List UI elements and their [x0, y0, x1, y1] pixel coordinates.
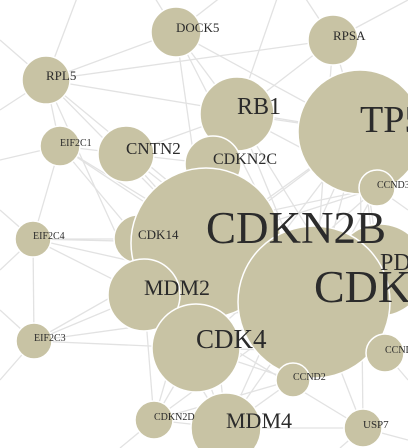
node-circle-cdk4[interactable] [151, 303, 241, 393]
node-circle-usp7[interactable] [343, 408, 383, 448]
node-eif2c3[interactable] [15, 322, 53, 360]
node-label-cdkn2c: CDKN2C [213, 151, 277, 168]
node-circle-eif2c1[interactable] [39, 125, 81, 167]
node-label-rpsa: RPSA [333, 28, 366, 43]
node-label-eif2c1: EIF2C1 [60, 138, 92, 149]
node-label-ccnd3: CCND3 [377, 180, 408, 191]
node-ccnd3[interactable] [358, 169, 396, 207]
node-label-cdkn2b: CDKN2B [206, 203, 386, 253]
node-label-tp53: TP53 [360, 99, 408, 141]
node-cdkn2d[interactable] [134, 400, 174, 440]
node-circle-rpl5[interactable] [21, 55, 71, 105]
node-rpsa[interactable] [307, 14, 359, 66]
node-label-mdm2: MDM2 [144, 275, 210, 300]
node-label-eif2c4: EIF2C4 [33, 231, 65, 242]
node-label-mdm4: MDM4 [226, 408, 292, 433]
node-circle-mdm2[interactable] [107, 258, 181, 332]
node-dock5[interactable] [150, 6, 202, 58]
node-circle-cntn2[interactable] [97, 125, 155, 183]
node-cdk4[interactable] [151, 303, 241, 393]
node-eif2c1[interactable] [39, 125, 81, 167]
node-circle-eif2c4[interactable] [14, 220, 52, 258]
node-label-ccnd2: CCND2 [293, 372, 326, 383]
node-label-cdkn2d: CDKN2D [154, 412, 195, 423]
node-label-eif2c3: EIF2C3 [34, 333, 66, 344]
node-label-rpl5: RPL5 [46, 68, 76, 83]
node-mdm2[interactable] [107, 258, 181, 332]
node-circle-ccnd1[interactable] [365, 333, 405, 373]
node-eif2c4[interactable] [14, 220, 52, 258]
node-circle-eif2c3[interactable] [15, 322, 53, 360]
node-circle-ccnd3[interactable] [358, 169, 396, 207]
node-mdm4[interactable] [190, 392, 262, 448]
node-label-usp7: USP7 [363, 419, 389, 431]
node-label-ccnd1: CCND1 [385, 345, 408, 356]
node-label-cdkn2a: CDKN2A [314, 261, 408, 312]
node-cntn2[interactable] [97, 125, 155, 183]
node-rpl5[interactable] [21, 55, 71, 105]
node-label-rb1: RB1 [237, 94, 281, 120]
node-label-cntn2: CNTN2 [126, 139, 181, 158]
node-label-dock5: DOCK5 [176, 20, 219, 35]
node-circle-cdkn2a[interactable] [237, 225, 391, 379]
node-circle-mdm4[interactable] [190, 392, 262, 448]
node-usp7[interactable] [343, 408, 383, 448]
node-label-cdk4: CDK4 [196, 324, 267, 354]
node-circle-dock5[interactable] [150, 6, 202, 58]
node-label-pdgf: PDGF [380, 250, 408, 276]
node-ccnd2[interactable] [275, 362, 311, 398]
edge-rpsa-rpl5 [45, 39, 334, 81]
node-label-cdk14: CDK14 [138, 227, 179, 242]
node-circle-rpsa[interactable] [307, 14, 359, 66]
node-circle-ccnd2[interactable] [275, 362, 311, 398]
node-ccnd1[interactable] [365, 333, 405, 373]
node-cdkn2a[interactable] [237, 225, 391, 379]
node-circle-cdkn2d[interactable] [134, 400, 174, 440]
